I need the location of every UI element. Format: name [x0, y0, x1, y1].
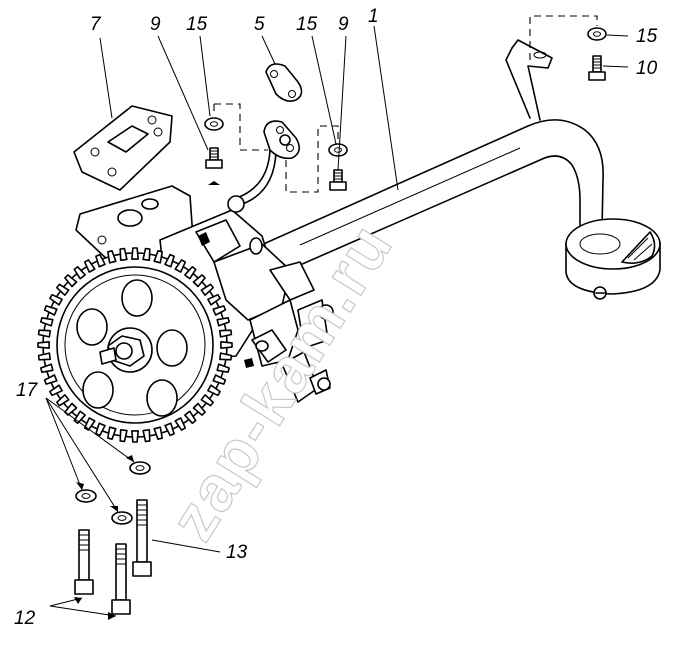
gear-tooth [95, 253, 106, 268]
washer-17-a [129, 461, 151, 475]
leader-lines [45, 25, 629, 620]
tube-flange [263, 120, 300, 160]
bolt-9-right [329, 169, 347, 191]
gear-tooth [37, 329, 51, 338]
gear-tooth [49, 384, 63, 397]
label-5: 5 [254, 14, 265, 35]
pipe-bracket [505, 39, 553, 121]
gear-tooth [107, 426, 117, 440]
gear-tooth [200, 394, 214, 407]
washer-15-right [587, 27, 607, 41]
gear-tooth [40, 317, 54, 327]
gear-tooth [119, 247, 128, 261]
gear-tooth [37, 341, 50, 349]
gasket-5 [265, 63, 303, 102]
label-9-left: 9 [150, 14, 161, 35]
washer-15-left [204, 117, 224, 131]
gear-tooth [43, 305, 58, 316]
gear-tooth [219, 329, 233, 338]
callout-labels: 7 9 15 5 15 9 1 15 10 17 13 12 [14, 6, 658, 629]
gear-tooth [174, 259, 187, 273]
gear-tooth [153, 250, 163, 264]
label-10: 10 [636, 58, 658, 79]
gear-tooth [216, 317, 230, 327]
suction-pipe [231, 119, 604, 287]
gear-tooth [49, 293, 63, 306]
washer-15-mid [328, 143, 348, 157]
gear-tooth [73, 266, 86, 280]
label-7: 7 [90, 14, 102, 35]
gear-tooth [153, 426, 163, 440]
gear-tooth [184, 410, 197, 424]
gasket-7 [73, 105, 173, 191]
label-1: 1 [368, 6, 379, 27]
gear-tooth [83, 259, 96, 273]
bolt-12-b [111, 543, 131, 615]
gear-tooth [131, 247, 139, 260]
bolt-10 [588, 55, 606, 81]
gear-tooth [43, 374, 58, 385]
gear-tooth [56, 394, 70, 407]
label-15-right: 15 [636, 26, 658, 47]
gear-tooth [142, 247, 151, 261]
washer-17-b [75, 489, 97, 503]
gear-tooth [107, 250, 117, 264]
label-15-mid: 15 [296, 14, 318, 35]
gear-tooth [164, 253, 175, 268]
gear-tooth [119, 429, 128, 443]
stud-13 [132, 499, 152, 577]
oil-pump [37, 149, 334, 443]
bolt-12-a [74, 529, 94, 595]
gear-tooth [184, 266, 197, 280]
gear-tooth [192, 274, 206, 288]
gear-tooth [219, 352, 233, 361]
label-12: 12 [14, 608, 36, 629]
gear-tooth [220, 341, 233, 349]
label-9-right: 9 [338, 14, 349, 35]
gear-tooth [37, 352, 51, 361]
gear-tooth [131, 430, 139, 443]
gear-tooth [212, 374, 227, 385]
gear-tooth [200, 283, 214, 296]
oil-strainer [565, 218, 661, 300]
gear-tooth [212, 305, 227, 316]
label-17: 17 [16, 380, 39, 401]
gear-tooth [174, 417, 187, 431]
assembly-lines [213, 15, 598, 193]
gear-tooth [56, 283, 70, 296]
label-13: 13 [226, 542, 248, 563]
drive-gear [37, 247, 233, 443]
gear-tooth [164, 422, 175, 437]
gear-tooth [83, 417, 96, 431]
gear-tooth [64, 274, 78, 288]
gear-tooth [142, 429, 151, 443]
gear-tooth [40, 363, 54, 373]
gear-tooth [216, 363, 230, 373]
label-15-left: 15 [186, 14, 208, 35]
gear-tooth [207, 384, 221, 397]
washer-17-c [111, 511, 133, 525]
gear-tooth [207, 293, 221, 306]
gear-tooth [192, 402, 206, 416]
bolt-9-left [205, 147, 223, 185]
